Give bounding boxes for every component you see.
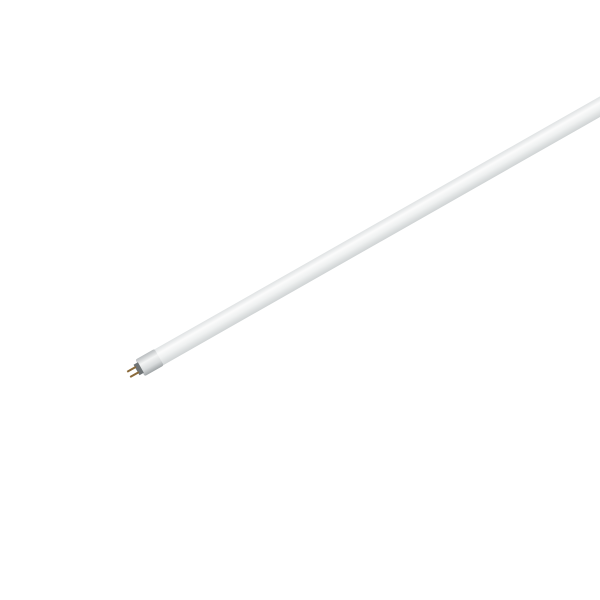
pin-bottom <box>129 371 140 378</box>
cap-base <box>133 362 144 376</box>
pin-top <box>126 366 137 373</box>
tube-body <box>152 93 600 366</box>
tube-end-cap <box>136 349 164 376</box>
